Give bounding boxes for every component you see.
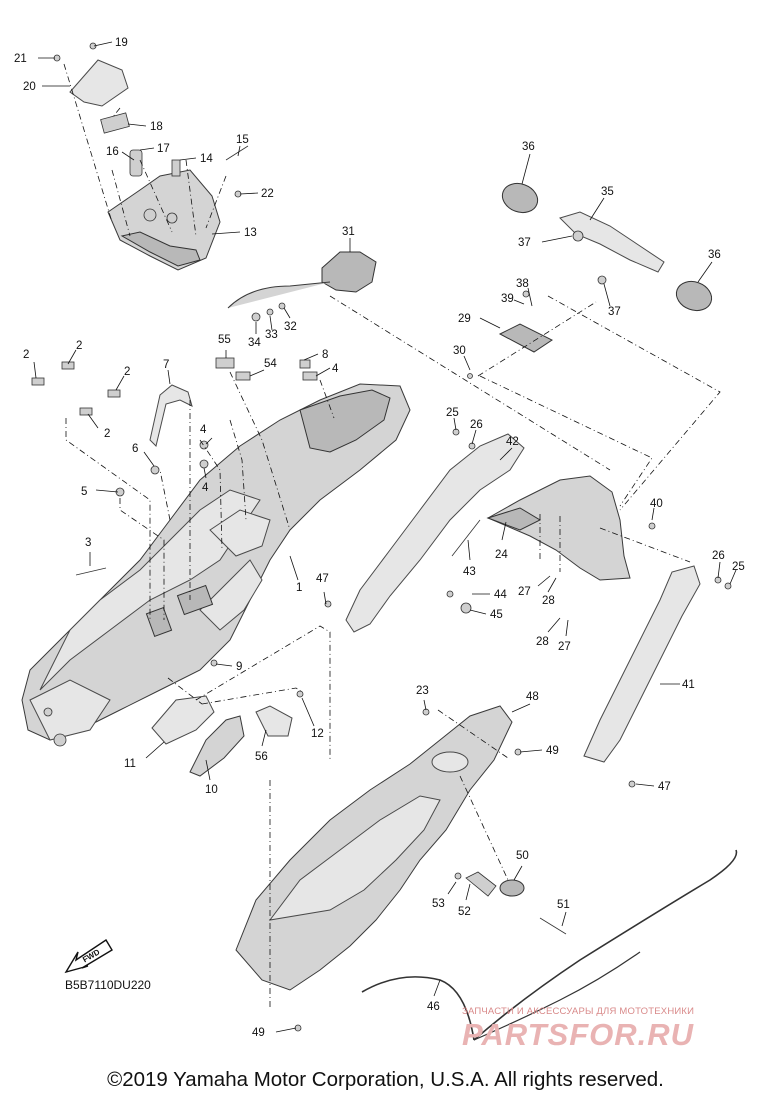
- callout-34: 34: [248, 337, 261, 349]
- callout-16: 16: [106, 146, 119, 158]
- callout-5: 5: [81, 486, 87, 498]
- callout-25a: 25: [446, 407, 459, 419]
- callout-26b: 26: [712, 550, 725, 562]
- callout-32: 32: [284, 321, 297, 333]
- callout-54: 54: [264, 358, 277, 370]
- tail-light: [227, 251, 377, 322]
- callout-31: 31: [342, 226, 355, 238]
- copyright-notice: ©2019 Yamaha Motor Corporation, U.S.A. A…: [107, 1068, 664, 1091]
- callout-25b: 25: [732, 561, 745, 573]
- callout-4a: 4: [200, 424, 207, 436]
- callout-22: 22: [261, 188, 274, 200]
- callout-37b: 37: [608, 306, 621, 318]
- callout-7: 7: [163, 359, 169, 371]
- callout-47b: 47: [658, 781, 671, 793]
- callout-labels: 1 2 2 2 2 3 4 4 4 5 6 7 8 9 10 11 12 13 …: [14, 37, 745, 1039]
- reference-lines: [63, 63, 721, 1008]
- callout-52: 52: [458, 906, 471, 918]
- callout-51: 51: [557, 899, 570, 911]
- callout-48: 48: [526, 691, 539, 703]
- callout-4b: 4: [202, 482, 209, 494]
- callout-17: 17: [157, 143, 170, 155]
- callout-36b: 36: [708, 249, 721, 261]
- callout-55: 55: [218, 334, 231, 346]
- callout-23: 23: [416, 685, 429, 697]
- diagram-code: B5B7110DU220: [65, 978, 151, 992]
- callout-30: 30: [453, 345, 466, 357]
- forward-arrow-icon: FWD: [64, 939, 113, 974]
- callout-10: 10: [205, 784, 218, 796]
- rear-frame-inner-fender: [21, 383, 411, 747]
- callout-18: 18: [150, 121, 163, 133]
- callout-19: 19: [115, 37, 128, 49]
- callout-44: 44: [494, 589, 507, 601]
- callout-41: 41: [682, 679, 695, 691]
- callout-50: 50: [516, 850, 529, 862]
- callout-24: 24: [495, 549, 508, 561]
- callout-3: 3: [85, 537, 91, 549]
- callout-45: 45: [490, 609, 503, 621]
- mud-guard: [235, 705, 567, 1032]
- callout-14: 14: [200, 153, 213, 165]
- callout-37a: 37: [518, 237, 531, 249]
- callout-36a: 36: [522, 141, 535, 153]
- callout-6: 6: [132, 443, 138, 455]
- callout-4c: 4: [332, 363, 339, 375]
- callout-49a: 49: [546, 745, 559, 757]
- callout-28b: 28: [536, 636, 549, 648]
- callout-13: 13: [244, 227, 257, 239]
- callout-53: 53: [432, 898, 445, 910]
- callout-2a: 2: [23, 349, 29, 361]
- callout-38: 38: [516, 278, 529, 290]
- callout-46: 46: [427, 1001, 440, 1013]
- callout-35: 35: [601, 186, 614, 198]
- callout-29: 29: [458, 313, 471, 325]
- callout-27b: 27: [558, 641, 571, 653]
- callout-28a: 28: [542, 595, 555, 607]
- callout-20: 20: [23, 81, 36, 93]
- callout-39: 39: [501, 293, 514, 305]
- license-plate-bracket: [467, 323, 553, 379]
- seat-lock-bracket: [53, 42, 249, 271]
- callout-8: 8: [322, 349, 328, 361]
- callout-1: 1: [296, 582, 302, 594]
- callout-2c: 2: [124, 366, 130, 378]
- callout-9: 9: [236, 661, 242, 673]
- watermark-logo: PARTSFOR.RU: [462, 1017, 695, 1052]
- callout-2b: 2: [76, 340, 82, 352]
- callout-2d: 2: [104, 428, 110, 440]
- callout-49b: 49: [252, 1027, 265, 1039]
- callout-11: 11: [124, 758, 136, 770]
- turn-signals: [501, 182, 713, 312]
- watermark-tagline: ЗАПЧАСТИ И АКСЕССУАРЫ ДЛЯ МОТОТЕХНИКИ: [462, 1006, 695, 1017]
- callout-12: 12: [311, 728, 324, 740]
- callout-15: 15: [236, 134, 249, 146]
- callout-26a: 26: [470, 419, 483, 431]
- callout-43: 43: [463, 566, 476, 578]
- callout-40: 40: [650, 498, 663, 510]
- callout-47a: 47: [316, 573, 329, 585]
- callout-42: 42: [506, 436, 519, 448]
- callout-33: 33: [265, 329, 278, 341]
- rear-fender: [486, 475, 631, 581]
- callout-56: 56: [255, 751, 268, 763]
- side-stays: [324, 428, 732, 788]
- flap-cover: [151, 690, 304, 777]
- callout-21: 21: [14, 53, 27, 65]
- callout-27a: 27: [518, 586, 531, 598]
